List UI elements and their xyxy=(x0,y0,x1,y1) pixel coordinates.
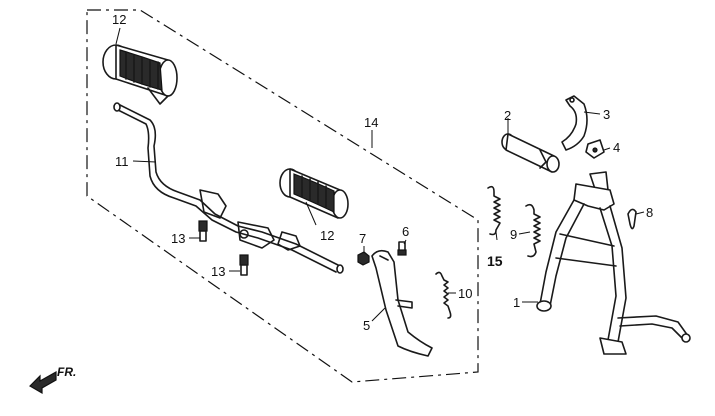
callout-14: 14 xyxy=(364,115,378,130)
spring-9 xyxy=(525,203,541,258)
bolt-13-upper xyxy=(198,220,208,242)
callout-6: 6 xyxy=(402,224,409,239)
pin-8 xyxy=(627,208,637,230)
callout-13-lower: 13 xyxy=(211,264,225,279)
callout-1: 1 xyxy=(513,295,520,310)
callout-8: 8 xyxy=(646,205,653,220)
footpeg-bar xyxy=(113,102,344,274)
footpeg-rubber-top xyxy=(102,44,178,105)
leader-lines xyxy=(115,27,645,322)
front-direction-label: FR. xyxy=(57,365,76,379)
front-direction-arrow-icon xyxy=(29,370,57,395)
stand-bracket xyxy=(561,95,588,151)
nut-7 xyxy=(357,251,370,266)
pivot-shaft xyxy=(501,133,560,173)
callout-3: 3 xyxy=(603,107,610,122)
callout-13-upper: 13 xyxy=(171,231,185,246)
callout-12-right: 12 xyxy=(320,228,334,243)
callout-5: 5 xyxy=(363,318,370,333)
side-stand xyxy=(371,249,433,357)
assembly-boundary-14 xyxy=(86,9,479,383)
bolt-13-lower xyxy=(239,254,249,276)
callout-4: 4 xyxy=(613,140,620,155)
footpeg-rubber-right xyxy=(279,168,349,219)
clip-4 xyxy=(585,139,605,159)
callout-15: 15 xyxy=(487,253,503,269)
callout-10: 10 xyxy=(458,286,472,301)
callout-12-top: 12 xyxy=(112,12,126,27)
spring-15 xyxy=(487,185,501,236)
callout-7: 7 xyxy=(359,231,366,246)
callout-11: 11 xyxy=(115,154,129,169)
callout-9: 9 xyxy=(510,227,517,242)
bolt-6 xyxy=(397,241,407,256)
spring-10 xyxy=(435,271,452,319)
callout-2: 2 xyxy=(504,108,511,123)
main-stand xyxy=(536,171,691,355)
